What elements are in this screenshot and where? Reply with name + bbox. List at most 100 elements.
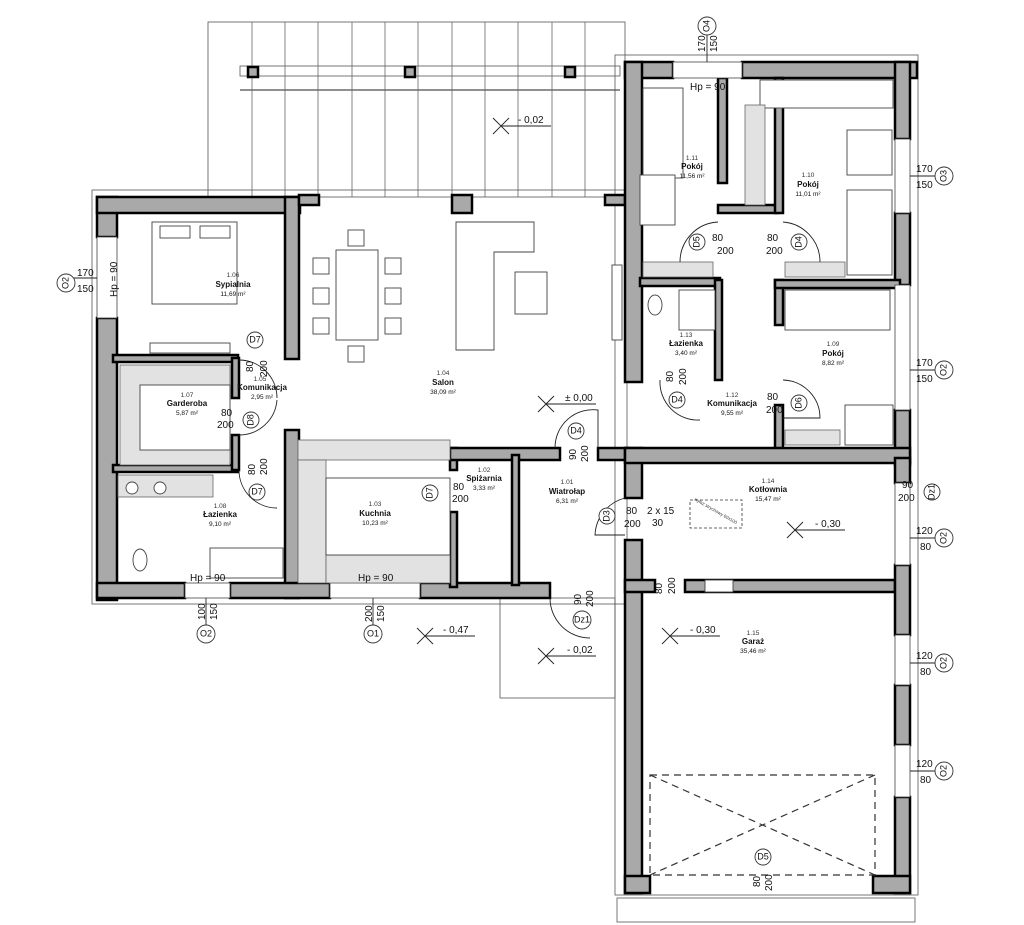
kitchen-island bbox=[297, 439, 451, 461]
svg-text:200: 200 bbox=[717, 246, 734, 257]
svg-text:1.06: 1.06 bbox=[227, 272, 240, 279]
toilet bbox=[647, 294, 663, 316]
bed bbox=[642, 87, 684, 179]
svg-text:1.12: 1.12 bbox=[726, 392, 739, 399]
svg-text:150: 150 bbox=[376, 605, 387, 622]
svg-text:200: 200 bbox=[766, 246, 783, 257]
svg-text:170: 170 bbox=[77, 268, 94, 279]
svg-text:200: 200 bbox=[766, 405, 783, 416]
svg-text:D6: D6 bbox=[793, 397, 803, 409]
svg-text:200: 200 bbox=[764, 874, 775, 891]
svg-text:O2: O2 bbox=[200, 628, 212, 638]
svg-text:90: 90 bbox=[568, 448, 579, 460]
svg-text:- 0,30: - 0,30 bbox=[690, 625, 716, 636]
svg-text:80: 80 bbox=[767, 233, 779, 244]
pergola bbox=[207, 21, 626, 198]
svg-text:O2: O2 bbox=[60, 277, 70, 289]
sofa bbox=[455, 221, 535, 351]
svg-text:150: 150 bbox=[709, 35, 720, 52]
svg-text:Pokój: Pokój bbox=[822, 349, 844, 358]
svg-text:120: 120 bbox=[916, 651, 933, 662]
svg-text:80: 80 bbox=[920, 542, 932, 553]
svg-text:200: 200 bbox=[452, 494, 469, 505]
bed bbox=[846, 189, 893, 276]
svg-text:200: 200 bbox=[585, 590, 596, 607]
svg-text:8,82 m²: 8,82 m² bbox=[822, 360, 845, 367]
svg-text:D4: D4 bbox=[793, 236, 803, 248]
svg-text:80: 80 bbox=[712, 233, 724, 244]
sill-height: Hp = 90 bbox=[358, 573, 394, 584]
svg-text:6,31 m²: 6,31 m² bbox=[556, 498, 579, 505]
svg-text:200: 200 bbox=[678, 368, 689, 385]
svg-text:80: 80 bbox=[247, 463, 258, 475]
svg-text:3,40 m²: 3,40 m² bbox=[675, 350, 698, 357]
svg-text:- 0,30: - 0,30 bbox=[815, 519, 841, 530]
attic-hatch bbox=[689, 499, 743, 529]
svg-text:1.02: 1.02 bbox=[478, 467, 491, 474]
sill-height: Hp = 90 bbox=[690, 82, 726, 93]
svg-text:200: 200 bbox=[667, 577, 678, 594]
svg-text:170: 170 bbox=[697, 35, 708, 52]
svg-text:35,46 m²: 35,46 m² bbox=[740, 648, 766, 655]
svg-text:Dz1: Dz1 bbox=[926, 484, 936, 500]
wardrobe bbox=[744, 104, 766, 206]
svg-text:1.03: 1.03 bbox=[369, 501, 382, 508]
svg-text:O2: O2 bbox=[938, 364, 948, 376]
kitchen-counter bbox=[297, 459, 327, 584]
desk bbox=[639, 174, 676, 226]
desk bbox=[844, 404, 894, 446]
svg-text:D7: D7 bbox=[249, 334, 261, 344]
svg-text:Kuchnia: Kuchnia bbox=[359, 509, 391, 518]
svg-text:1.13: 1.13 bbox=[680, 332, 693, 339]
desk bbox=[846, 129, 893, 176]
coffee-table bbox=[514, 271, 548, 315]
svg-text:D7: D7 bbox=[251, 486, 263, 496]
wardrobe bbox=[759, 79, 894, 109]
svg-text:- 0,02: - 0,02 bbox=[567, 645, 593, 656]
svg-text:80: 80 bbox=[920, 667, 932, 678]
svg-text:- 0,02: - 0,02 bbox=[518, 115, 544, 126]
walls bbox=[95, 60, 919, 895]
svg-text:150: 150 bbox=[916, 374, 933, 385]
svg-text:80: 80 bbox=[920, 775, 932, 786]
svg-text:Pokój: Pokój bbox=[797, 180, 819, 189]
svg-text:120: 120 bbox=[916, 526, 933, 537]
svg-text:D4: D4 bbox=[570, 425, 582, 435]
svg-text:200: 200 bbox=[217, 420, 234, 431]
sill-height: Hp = 90 bbox=[190, 573, 226, 584]
svg-text:150: 150 bbox=[209, 603, 220, 620]
svg-text:80: 80 bbox=[245, 360, 256, 372]
svg-text:D8: D8 bbox=[245, 414, 255, 426]
svg-text:1.14: 1.14 bbox=[762, 478, 775, 485]
svg-text:3,33 m²: 3,33 m² bbox=[473, 485, 496, 492]
svg-text:80: 80 bbox=[752, 875, 763, 887]
svg-text:200: 200 bbox=[624, 519, 641, 530]
svg-text:80: 80 bbox=[654, 582, 665, 594]
dining-table bbox=[335, 249, 379, 341]
svg-text:O3: O3 bbox=[938, 170, 948, 182]
svg-text:80: 80 bbox=[665, 370, 676, 382]
svg-text:150: 150 bbox=[77, 284, 94, 295]
svg-text:Komunikacja: Komunikacja bbox=[707, 399, 757, 408]
